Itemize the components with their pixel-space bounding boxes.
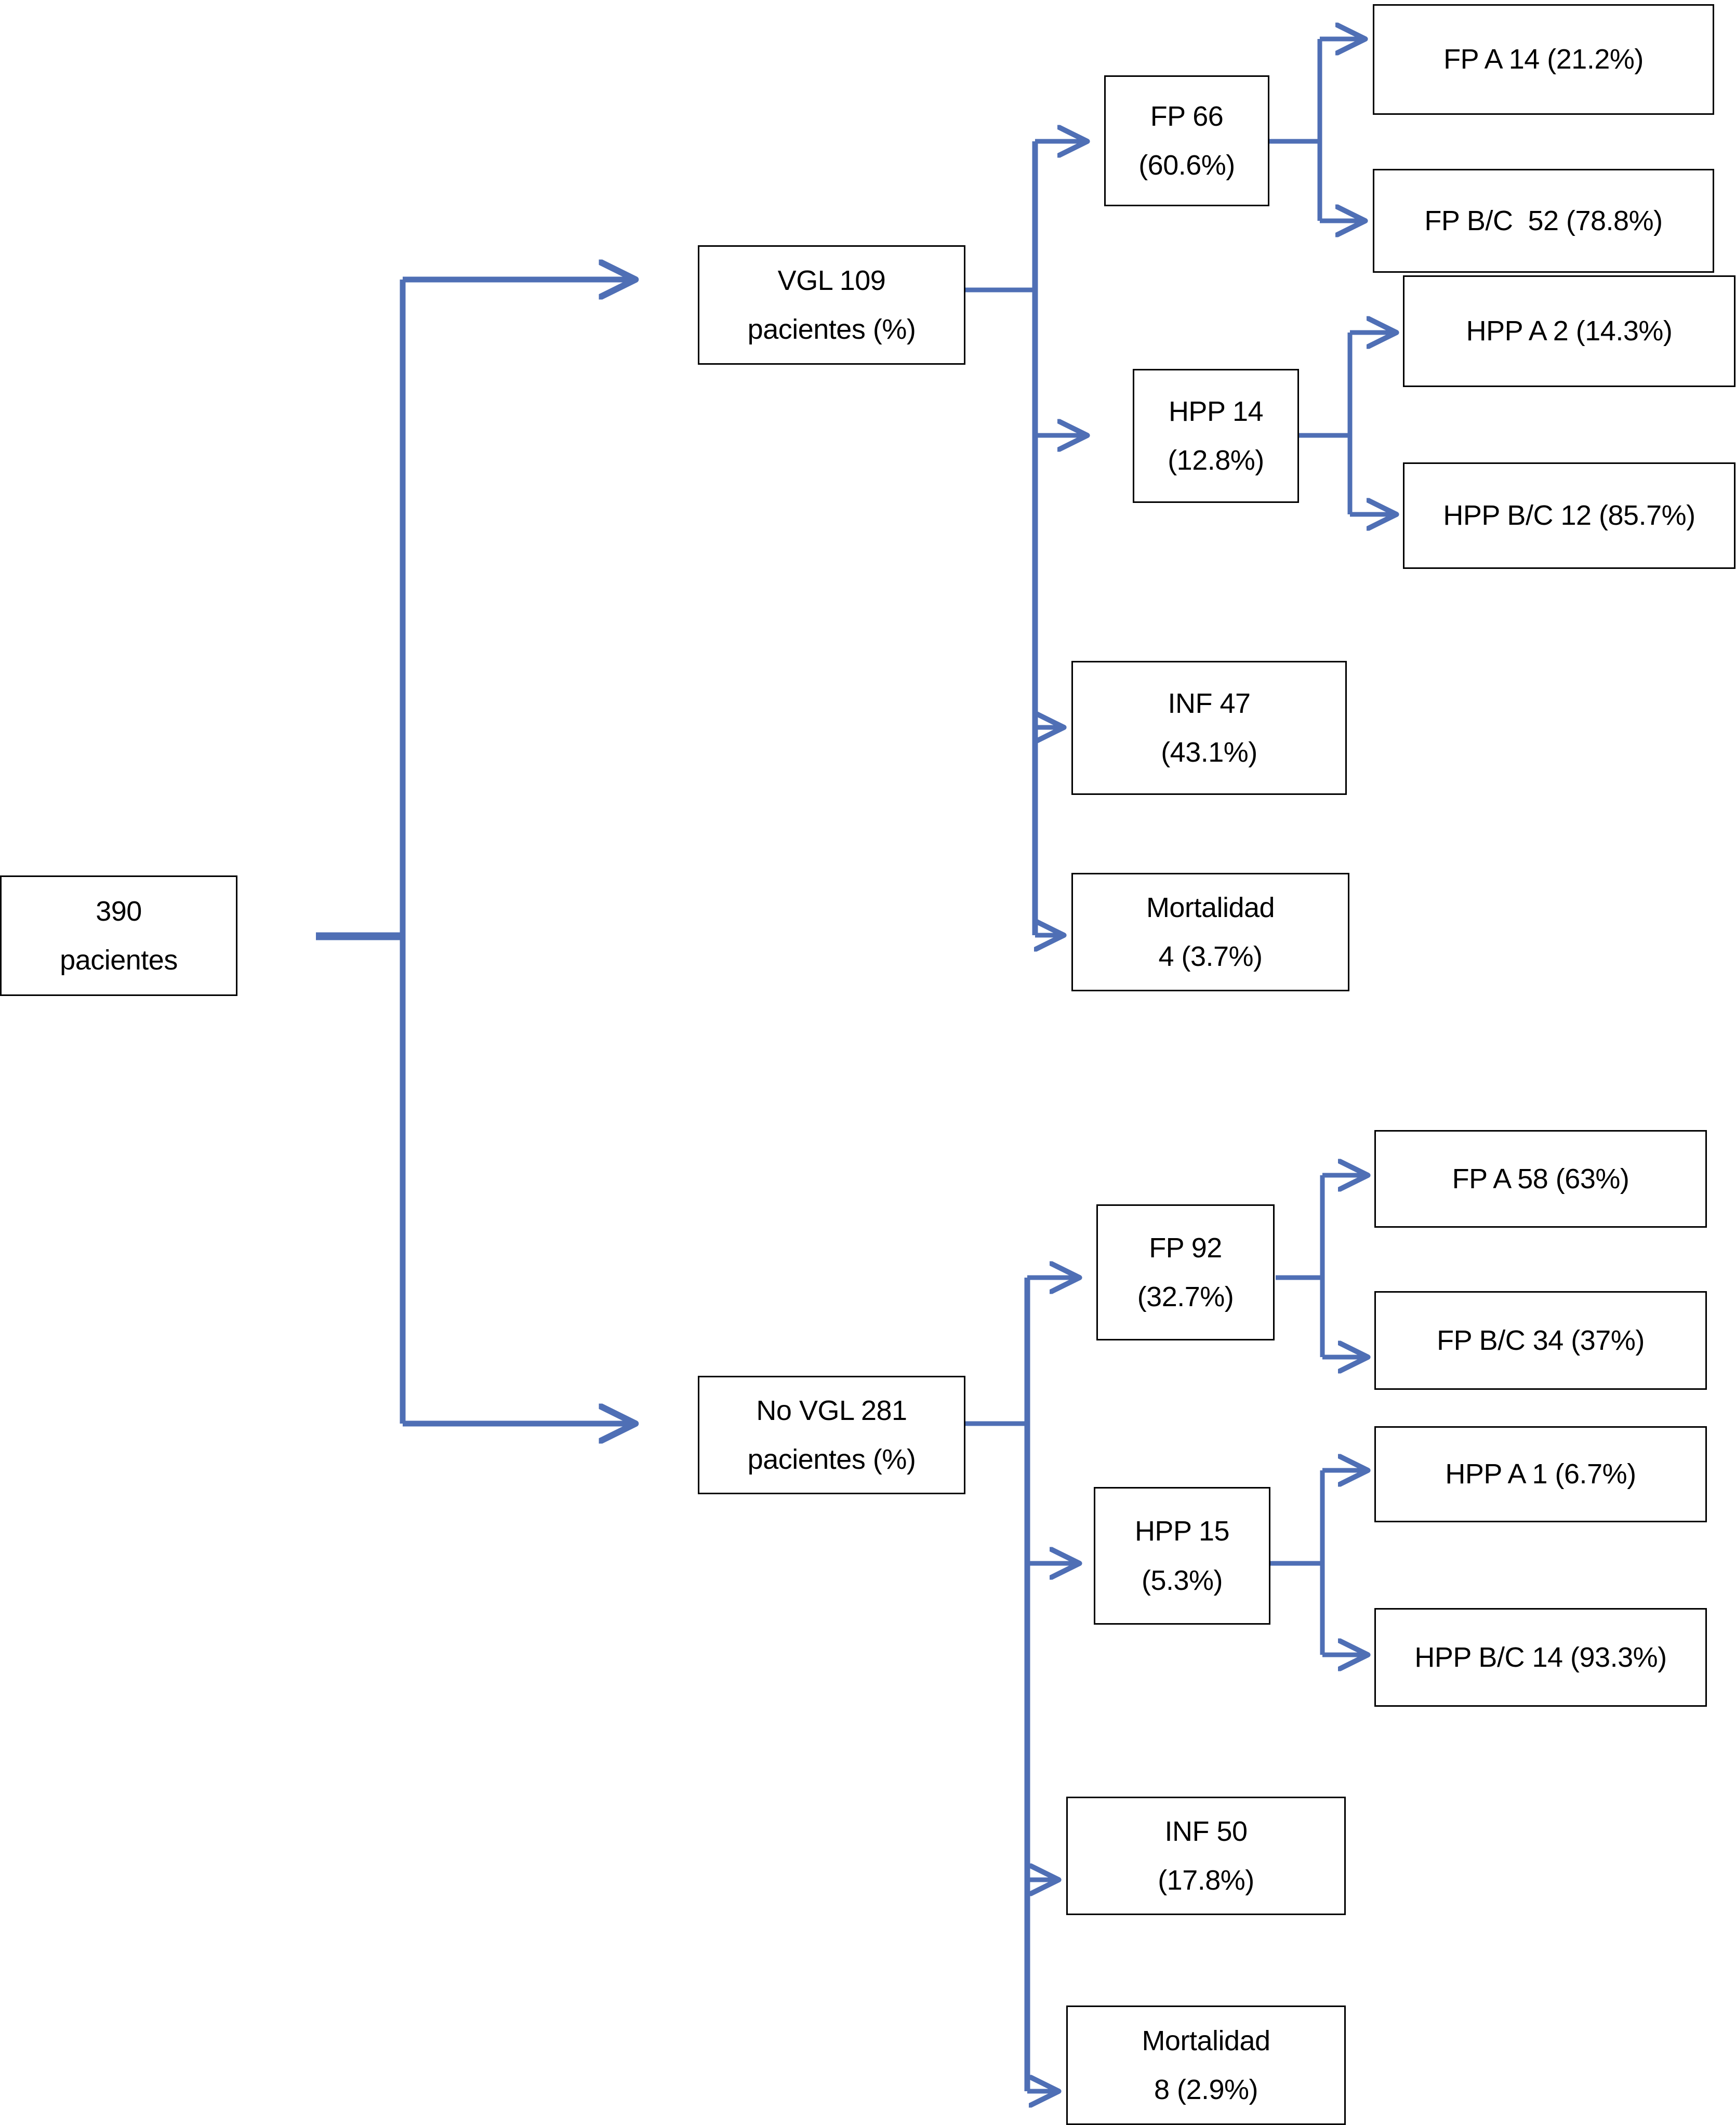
node-vgl-fp[interactable]: FP 66 (60.6%)	[1104, 75, 1269, 206]
node-novgl-mort[interactable]: Mortalidad 8 (2.9%)	[1066, 2006, 1346, 2125]
connector-novgl-fp-split	[1276, 1175, 1367, 1357]
node-novgl-fp-a-line1: FP A 58 (63%)	[1452, 1163, 1629, 1194]
node-novgl-inf[interactable]: INF 50 (17.8%)	[1066, 1797, 1346, 1915]
node-vgl[interactable]: VGL 109 pacientes (%)	[698, 245, 965, 365]
node-novgl-line2: pacientes (%)	[747, 1444, 916, 1475]
node-novgl-hpp-line1: HPP 15	[1134, 1516, 1230, 1547]
node-novgl-hpp-a-line1: HPP A 1 (6.7%)	[1445, 1458, 1636, 1490]
node-novgl-inf-line2: (17.8%)	[1158, 1865, 1254, 1896]
node-novgl-hpp-bc-line1: HPP B/C 14 (93.3%)	[1414, 1641, 1667, 1673]
node-novgl-line1: No VGL 281	[756, 1394, 907, 1426]
connector-root-trunk	[316, 280, 634, 1424]
node-novgl-fp-bc-line1: FP B/C 34 (37%)	[1437, 1324, 1645, 1356]
node-root-line1: 390	[96, 895, 142, 927]
node-novgl-fp[interactable]: FP 92 (32.7%)	[1096, 1204, 1275, 1340]
node-novgl-fp-line2: (32.7%)	[1137, 1281, 1234, 1312]
node-vgl-mort-line1: Mortalidad	[1146, 892, 1275, 923]
node-novgl[interactable]: No VGL 281 pacientes (%)	[698, 1376, 965, 1494]
node-vgl-line2: pacientes (%)	[747, 314, 916, 345]
node-novgl-fp-line1: FP 92	[1149, 1232, 1222, 1264]
node-vgl-inf[interactable]: INF 47 (43.1%)	[1071, 661, 1347, 795]
node-vgl-fp-line1: FP 66	[1150, 100, 1224, 132]
node-root[interactable]: 390 pacientes	[0, 875, 237, 996]
node-novgl-hpp-bc[interactable]: HPP B/C 14 (93.3%)	[1374, 1608, 1707, 1707]
node-vgl-hpp-a-line1: HPP A 2 (14.3%)	[1466, 315, 1673, 347]
node-vgl-hpp[interactable]: HPP 14 (12.8%)	[1133, 369, 1299, 503]
node-novgl-mort-line1: Mortalidad	[1142, 2025, 1270, 2056]
node-vgl-hpp-bc-line1: HPP B/C 12 (85.7%)	[1443, 500, 1695, 532]
node-novgl-inf-line1: INF 50	[1164, 1815, 1248, 1847]
node-novgl-hpp[interactable]: HPP 15 (5.3%)	[1094, 1487, 1270, 1625]
connector-novgl-trunk	[965, 1278, 1078, 2091]
node-vgl-hpp-a[interactable]: HPP A 2 (14.3%)	[1403, 275, 1735, 387]
node-novgl-fp-bc[interactable]: FP B/C 34 (37%)	[1374, 1291, 1707, 1390]
node-vgl-inf-line2: (43.1%)	[1161, 737, 1257, 768]
connector-vgl-hpp-split	[1298, 333, 1395, 514]
node-vgl-fp-a-line1: FP A 14 (21.2%)	[1443, 44, 1644, 75]
node-novgl-fp-a[interactable]: FP A 58 (63%)	[1374, 1130, 1707, 1228]
node-vgl-fp-bc[interactable]: FP B/C 52 (78.8%)	[1373, 169, 1714, 273]
node-root-line2: pacientes	[60, 945, 178, 976]
node-novgl-hpp-line2: (5.3%)	[1141, 1564, 1223, 1596]
node-vgl-line1: VGL 109	[777, 264, 886, 296]
connector-novgl-hpp-split	[1270, 1470, 1367, 1655]
node-vgl-hpp-line1: HPP 14	[1168, 395, 1264, 427]
node-vgl-mort-line2: 4 (3.7%)	[1158, 941, 1263, 972]
connector-vgl-fp-split	[1268, 39, 1364, 221]
node-vgl-fp-bc-line1: FP B/C 52 (78.8%)	[1424, 205, 1663, 236]
node-vgl-mort[interactable]: Mortalidad 4 (3.7%)	[1071, 873, 1349, 991]
node-novgl-mort-line2: 8 (2.9%)	[1154, 2074, 1258, 2105]
node-novgl-hpp-a[interactable]: HPP A 1 (6.7%)	[1374, 1426, 1707, 1522]
node-vgl-fp-a[interactable]: FP A 14 (21.2%)	[1373, 4, 1714, 115]
node-vgl-hpp-bc[interactable]: HPP B/C 12 (85.7%)	[1403, 462, 1735, 569]
node-vgl-hpp-line2: (12.8%)	[1168, 445, 1264, 476]
node-vgl-inf-line1: INF 47	[1168, 687, 1251, 719]
connector-vgl-trunk	[965, 141, 1086, 935]
node-vgl-fp-line2: (60.6%)	[1138, 150, 1235, 181]
